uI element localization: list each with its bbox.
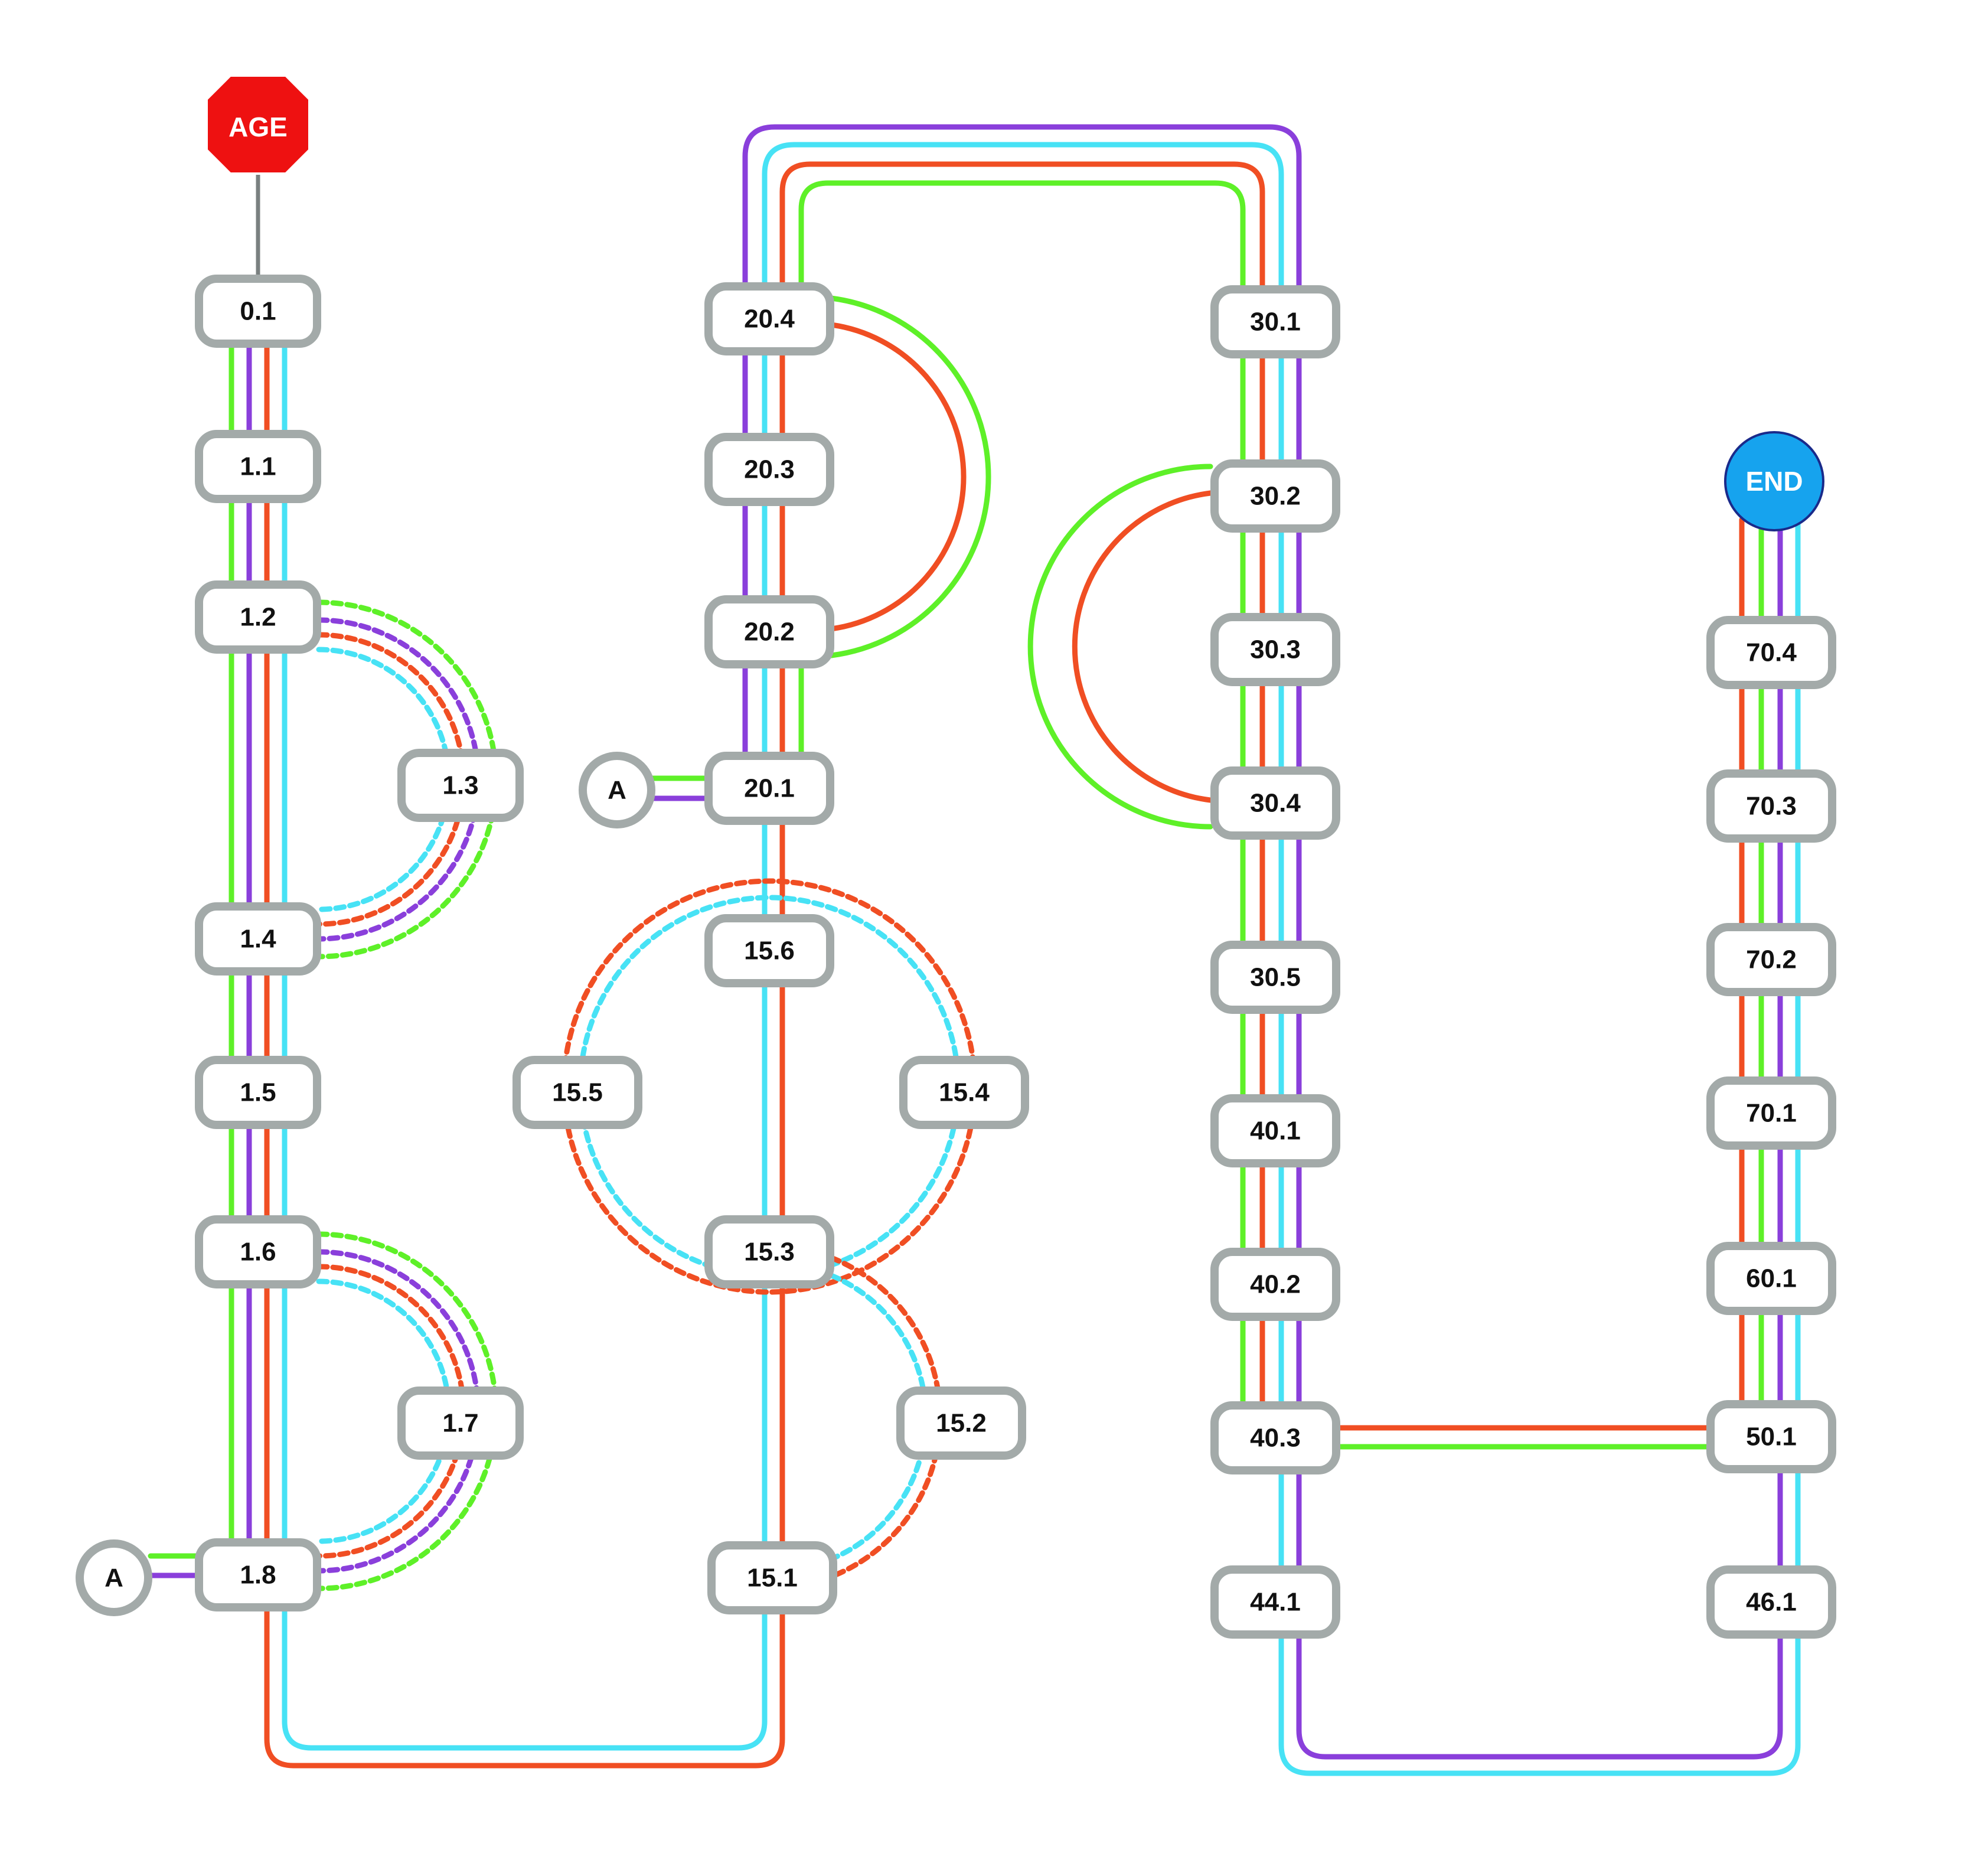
node-15-3[interactable]: 15.3 [704,1215,834,1288]
node-70-1[interactable]: 70.1 [1706,1076,1836,1150]
purple-line-bottom-u2 [1296,1627,1783,1760]
node-70-2[interactable]: 70.2 [1706,923,1836,996]
node-70-3-label: 70.3 [1746,792,1797,821]
node-60-1-label: 60.1 [1746,1264,1797,1293]
node-70-4[interactable]: 70.4 [1706,616,1836,689]
node-15-3-label: 15.3 [744,1238,795,1267]
node-1-6[interactable]: 1.6 [195,1215,321,1288]
node-30-1[interactable]: 30.1 [1210,285,1340,358]
node-1-2-label: 1.2 [240,603,276,632]
node-20-4[interactable]: 20.4 [704,282,834,355]
node-30-2-label: 30.2 [1250,482,1301,511]
node-46-1[interactable]: 46.1 [1706,1565,1836,1639]
node-70-2-label: 70.2 [1746,945,1797,974]
connector-a-1-label: A [105,1564,123,1593]
node-30-5-label: 30.5 [1250,963,1301,992]
node-15-1[interactable]: 15.1 [707,1541,837,1614]
node-40-3-label: 40.3 [1250,1424,1301,1453]
route-lines [148,124,1801,1776]
node-1-8-label: 1.8 [240,1561,276,1590]
node-0-1-label: 0.1 [240,297,276,326]
node-60-1[interactable]: 60.1 [1706,1242,1836,1315]
node-20-3[interactable]: 20.3 [704,433,834,506]
node-70-1-label: 70.1 [1746,1099,1797,1128]
orange-line-top-arch [779,161,1265,298]
green-arc-20 [828,295,991,658]
start-label: AGE [228,112,288,142]
node-1-3-label: 1.3 [442,771,478,800]
node-46-1-label: 46.1 [1746,1588,1797,1617]
node-20-1-label: 20.1 [744,774,795,803]
green-arc-30 [1027,464,1213,830]
cyan-line-bottom-u2 [1278,1627,1801,1776]
end-marker: END [1724,431,1824,531]
node-40-1-label: 40.1 [1250,1117,1301,1146]
orange-line-bottom-u1 [264,1591,785,1769]
node-1-8[interactable]: 1.8 [195,1538,321,1611]
node-15-4[interactable]: 15.4 [899,1056,1029,1129]
node-70-4-label: 70.4 [1746,638,1797,667]
green-line-top-arch [798,180,1246,298]
end-label: END [1745,466,1803,497]
node-40-1[interactable]: 40.1 [1210,1094,1340,1167]
node-40-3[interactable]: 40.3 [1210,1401,1340,1474]
start-marker: AGE [205,74,311,175]
connector-a-2[interactable]: A [579,752,655,828]
connector-a-1[interactable]: A [76,1539,152,1616]
node-1-7-label: 1.7 [442,1409,478,1438]
end-circle-icon [1724,431,1824,531]
node-15-2-label: 15.2 [936,1409,987,1438]
node-20-2-label: 20.2 [744,618,795,647]
node-15-6-label: 15.6 [744,937,795,965]
node-1-6-label: 1.6 [240,1238,276,1267]
node-0-1[interactable]: 0.1 [195,275,321,348]
node-20-2[interactable]: 20.2 [704,595,834,668]
node-30-1-label: 30.1 [1250,308,1301,337]
node-44-1-label: 44.1 [1250,1588,1301,1617]
node-40-2[interactable]: 40.2 [1210,1248,1340,1321]
purple-line-top-arch [742,124,1302,298]
node-1-4[interactable]: 1.4 [195,902,321,976]
cyan-line-bottom-u1 [282,1591,768,1751]
node-1-7[interactable]: 1.7 [397,1387,524,1460]
node-50-1-label: 50.1 [1746,1423,1797,1451]
node-15-5-label: 15.5 [552,1078,603,1107]
node-40-2-label: 40.2 [1250,1270,1301,1299]
node-1-1[interactable]: 1.1 [195,430,321,503]
node-30-5[interactable]: 30.5 [1210,941,1340,1014]
node-30-4[interactable]: 30.4 [1210,766,1340,840]
connector-a-2-label: A [608,776,626,805]
node-1-5[interactable]: 1.5 [195,1056,321,1129]
node-20-4-label: 20.4 [744,305,795,334]
node-15-1-label: 15.1 [747,1564,798,1593]
node-20-1[interactable]: 20.1 [704,752,834,825]
node-15-2[interactable]: 15.2 [896,1387,1026,1460]
stop-octagon-icon [205,74,311,175]
node-50-1[interactable]: 50.1 [1706,1400,1836,1473]
node-30-4-label: 30.4 [1250,789,1301,818]
node-15-4-label: 15.4 [939,1078,990,1107]
node-30-3-label: 30.3 [1250,635,1301,664]
cyan-line-top-arch [762,142,1284,298]
node-1-1-label: 1.1 [240,452,276,481]
node-1-3[interactable]: 1.3 [397,749,524,822]
node-1-4-label: 1.4 [240,925,276,954]
node-15-6[interactable]: 15.6 [704,914,834,987]
orange-arc-30 [1072,490,1213,803]
node-layer: 0.1 1.1 1.2 1.3 1.4 1.5 1.6 1.7 1.8 20.4… [195,275,1836,1639]
orange-arc-20 [828,322,967,632]
node-20-3-label: 20.3 [744,455,795,484]
node-30-2[interactable]: 30.2 [1210,459,1340,533]
node-1-2[interactable]: 1.2 [195,580,321,654]
node-15-5[interactable]: 15.5 [512,1056,642,1129]
node-1-5-label: 1.5 [240,1078,276,1107]
node-44-1[interactable]: 44.1 [1210,1565,1340,1639]
node-70-3[interactable]: 70.3 [1706,769,1836,843]
node-30-3[interactable]: 30.3 [1210,613,1340,686]
